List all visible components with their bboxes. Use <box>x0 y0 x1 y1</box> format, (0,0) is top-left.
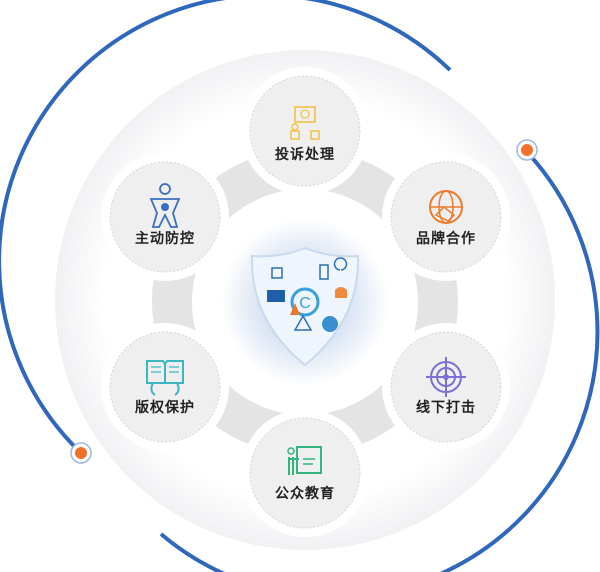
node-circle[interactable] <box>390 331 502 443</box>
complaint-icon <box>290 106 320 140</box>
node-label: 品牌合作 <box>416 231 476 247</box>
node-label: 公众教育 <box>275 486 335 502</box>
node-label: 投诉处理 <box>275 147 335 163</box>
orange-dot-left <box>70 442 92 464</box>
svg-text:C: C <box>299 295 311 312</box>
blue-arc-right-bottom <box>159 150 600 572</box>
orange-dot-right <box>516 139 538 161</box>
node-label: 主动防控 <box>135 231 195 247</box>
node-circle[interactable] <box>390 161 502 273</box>
node-circle[interactable] <box>109 331 221 443</box>
copyright-shield-icon: C <box>250 246 360 367</box>
book-hands-icon <box>146 360 184 396</box>
node-circle[interactable] <box>249 417 361 529</box>
blue-arc-left-top <box>0 0 452 454</box>
handshake-globe-icon <box>429 190 463 224</box>
node-circle[interactable] <box>109 161 221 273</box>
node-label: 版权保护 <box>135 400 195 416</box>
target-icon <box>426 357 466 397</box>
teacher-board-icon <box>287 446 322 475</box>
node-label: 线下打击 <box>416 400 476 416</box>
node-circle[interactable] <box>249 75 361 187</box>
person-shield-icon <box>149 183 181 228</box>
